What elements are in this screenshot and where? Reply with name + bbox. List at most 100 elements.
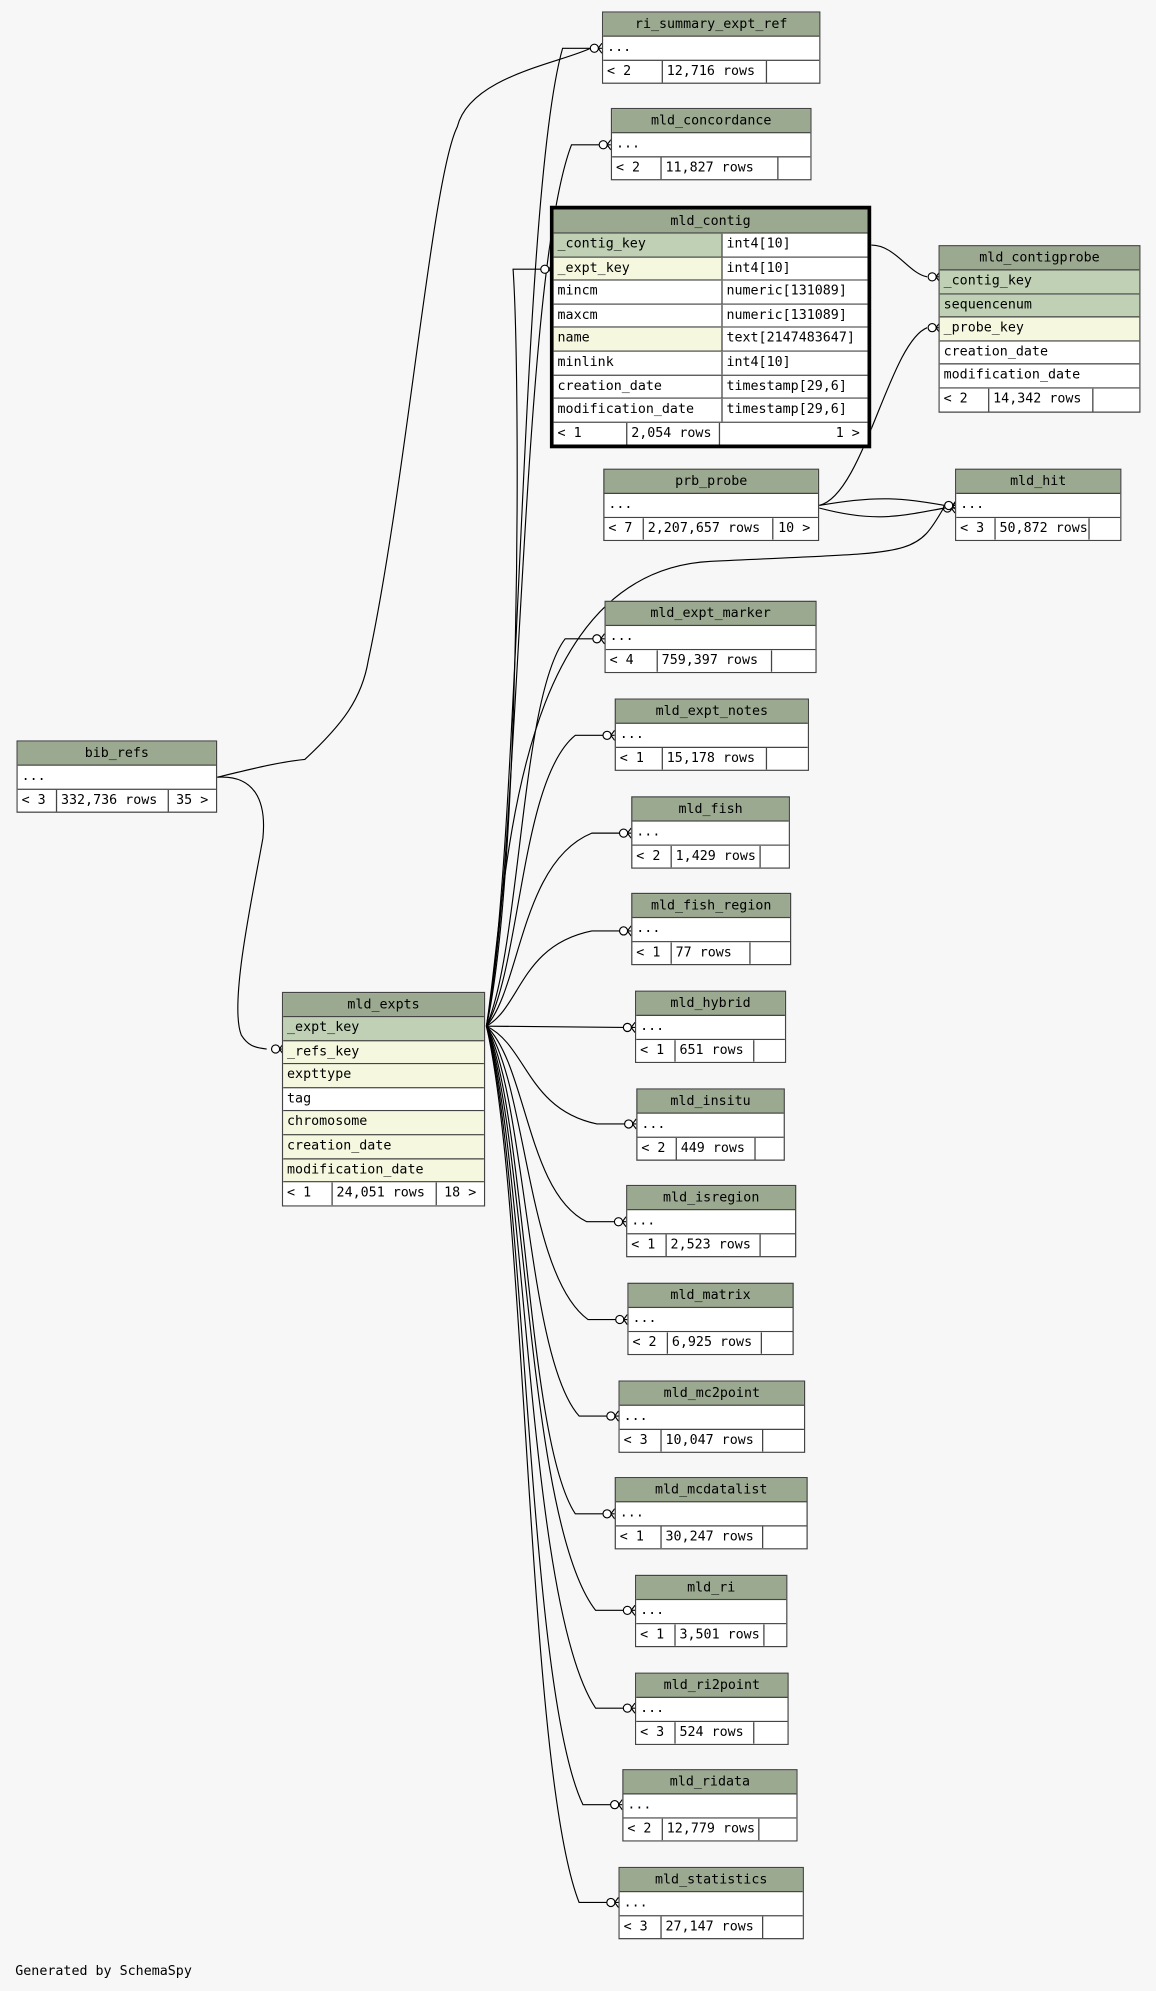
parents-count[interactable]: < 2 [637, 1137, 676, 1160]
children-count[interactable] [760, 1331, 793, 1355]
column-row[interactable]: ... [632, 918, 790, 942]
parents-count[interactable]: < 3 [17, 789, 56, 812]
parents-count[interactable]: < 1 [615, 1526, 661, 1549]
children-count[interactable] [1088, 517, 1121, 540]
children-count[interactable] [754, 1137, 784, 1160]
column-row[interactable]: ... [636, 1016, 785, 1040]
parents-count[interactable]: < 1 [283, 1182, 332, 1205]
parents-count[interactable]: < 2 [612, 156, 661, 180]
table-title[interactable]: mld_ri2point [636, 1673, 788, 1698]
parents-count[interactable]: < 2 [603, 60, 662, 83]
table-title[interactable]: mld_insitu [637, 1089, 784, 1114]
table-title[interactable]: ri_summary_expt_ref [603, 12, 820, 37]
table-title[interactable]: bib_refs [17, 741, 216, 766]
column-row[interactable]: expttype [283, 1064, 484, 1089]
column-row[interactable]: modification_date [939, 364, 1140, 389]
parents-count[interactable]: < 1 [636, 1039, 675, 1062]
children-count[interactable]: 1 > [718, 422, 868, 445]
parents-count[interactable]: < 2 [939, 388, 989, 411]
children-count[interactable] [749, 941, 790, 965]
children-count[interactable] [753, 1039, 785, 1062]
children-count[interactable] [758, 1818, 797, 1841]
column-row[interactable]: _refs_key [283, 1040, 484, 1065]
column-row[interactable]: ... [619, 1892, 803, 1916]
table-title[interactable]: mld_expt_notes [615, 699, 808, 724]
table-title[interactable]: mld_contig [553, 209, 868, 234]
parents-count[interactable]: < 2 [623, 1818, 662, 1841]
table-title[interactable]: mld_expt_marker [605, 601, 816, 627]
children-count[interactable] [762, 1429, 804, 1452]
column-row[interactable]: _probe_key [939, 317, 1140, 342]
table-title[interactable]: mld_mcdatalist [615, 1478, 807, 1503]
children-count[interactable] [777, 156, 811, 180]
column-row[interactable]: ... [603, 36, 820, 61]
table-title[interactable]: mld_isregion [627, 1186, 796, 1211]
parents-count[interactable]: < 3 [636, 1721, 675, 1744]
children-count[interactable]: 18 > [435, 1182, 484, 1205]
column-row[interactable]: ... [627, 1210, 796, 1234]
column-row[interactable]: _contig_key [939, 270, 1140, 295]
parents-count[interactable]: < 1 [553, 422, 627, 445]
table-title[interactable]: mld_fish_region [632, 894, 790, 919]
table-title[interactable]: mld_hit [956, 469, 1121, 495]
parents-count[interactable]: < 1 [615, 747, 662, 770]
column-row[interactable]: _expt_key [283, 1017, 484, 1041]
children-count[interactable] [765, 747, 808, 770]
table-title[interactable]: mld_contigprobe [939, 246, 1140, 271]
column-row[interactable]: sequencenum [939, 294, 1140, 318]
table-title[interactable]: mld_hybrid [636, 991, 785, 1016]
parents-count[interactable]: < 1 [632, 941, 671, 965]
parents-count[interactable]: < 3 [956, 517, 995, 540]
column-row[interactable]: chromosome [283, 1111, 484, 1136]
column-row[interactable]: tag [283, 1088, 484, 1112]
children-count[interactable] [770, 649, 816, 673]
children-count[interactable] [765, 60, 820, 83]
children-count[interactable] [763, 1623, 787, 1647]
table-title[interactable]: mld_matrix [628, 1283, 793, 1309]
children-count[interactable] [762, 1915, 803, 1939]
column-row[interactable]: ... [636, 1600, 787, 1624]
parents-count[interactable]: < 3 [619, 1915, 661, 1939]
column-row[interactable]: ... [637, 1113, 784, 1138]
table-title[interactable]: mld_mc2point [619, 1381, 804, 1406]
table-title[interactable]: mld_statistics [619, 1868, 803, 1893]
column-row[interactable]: ... [623, 1794, 797, 1819]
column-row[interactable]: ... [17, 765, 216, 790]
children-count[interactable] [759, 1233, 796, 1257]
column-row[interactable]: ... [615, 723, 808, 748]
parents-count[interactable]: < 3 [619, 1429, 661, 1452]
column-row[interactable]: ... [956, 494, 1121, 518]
column-row[interactable]: ... [605, 626, 816, 650]
column-row[interactable]: creation_date [283, 1135, 484, 1159]
table-title[interactable]: mld_expts [283, 993, 484, 1018]
parents-count[interactable]: < 2 [632, 845, 671, 868]
children-count[interactable] [759, 845, 789, 868]
column-row[interactable]: ... [615, 1502, 807, 1527]
column-row[interactable]: ... [619, 1405, 804, 1430]
column-row[interactable]: modification_date [283, 1158, 484, 1183]
